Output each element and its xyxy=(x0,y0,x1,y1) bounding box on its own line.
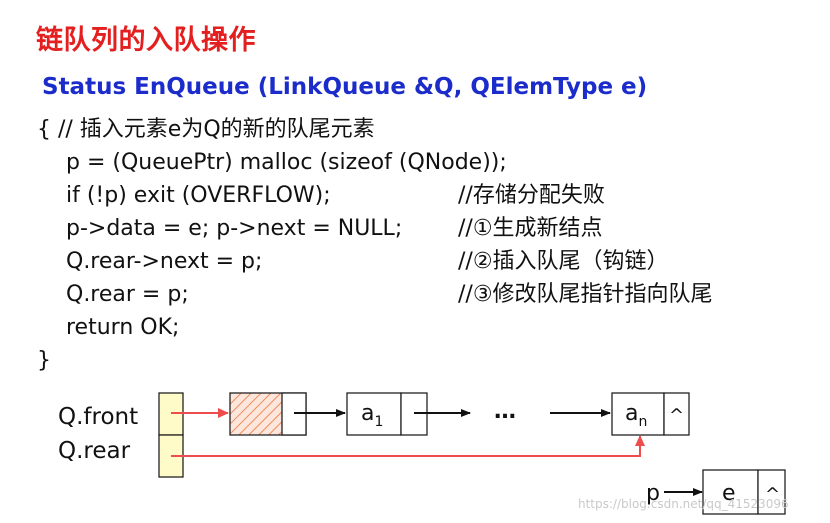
code-line-8: } xyxy=(37,348,51,373)
comment-new-node: //①生成新结点 xyxy=(458,216,603,241)
code-line-4: p->data = e; p->next = NULL; xyxy=(66,216,403,241)
new-node-data xyxy=(702,469,759,515)
page-title: 链队列的入队操作 xyxy=(36,25,256,56)
ellipsis: … xyxy=(494,399,516,424)
watermark: https://blog.csdn.net/qq_41523096 xyxy=(578,497,789,511)
rear-label: Q.rear xyxy=(58,438,131,464)
code-line-7: return OK; xyxy=(66,315,180,340)
front-label: Q.front xyxy=(58,404,139,430)
p-label: p xyxy=(646,481,660,506)
node-an-value: an xyxy=(625,401,647,430)
function-signature: Status EnQueue (LinkQueue &Q, QElemType … xyxy=(42,74,648,100)
new-node-next xyxy=(757,469,786,515)
new-node-value: e xyxy=(722,481,736,506)
new-node-null: ^ xyxy=(765,484,780,505)
comment-alloc-fail: //存储分配失败 xyxy=(458,183,605,208)
code-line-6: Q.rear = p; xyxy=(66,282,189,307)
node-an-null: ^ xyxy=(669,405,684,426)
node-an-next xyxy=(663,392,690,436)
code-line-3: if (!p) exit (OVERFLOW); xyxy=(66,183,331,208)
comment-update-rear: //③修改队尾指针指向队尾 xyxy=(458,282,713,307)
node-a1-value: a1 xyxy=(361,401,383,430)
code-line-5: Q.rear->next = p; xyxy=(66,249,263,274)
node-a1-data xyxy=(346,392,402,436)
code-line-2: p = (QueuePtr) malloc (sizeof (QNode)); xyxy=(66,150,507,175)
comment-insert-tail: //②插入队尾（钩链） xyxy=(458,249,669,274)
rear-pointer-arrow xyxy=(171,435,645,457)
code-line-1: { // 插入元素e为Q的新的队尾元素 xyxy=(37,117,375,142)
